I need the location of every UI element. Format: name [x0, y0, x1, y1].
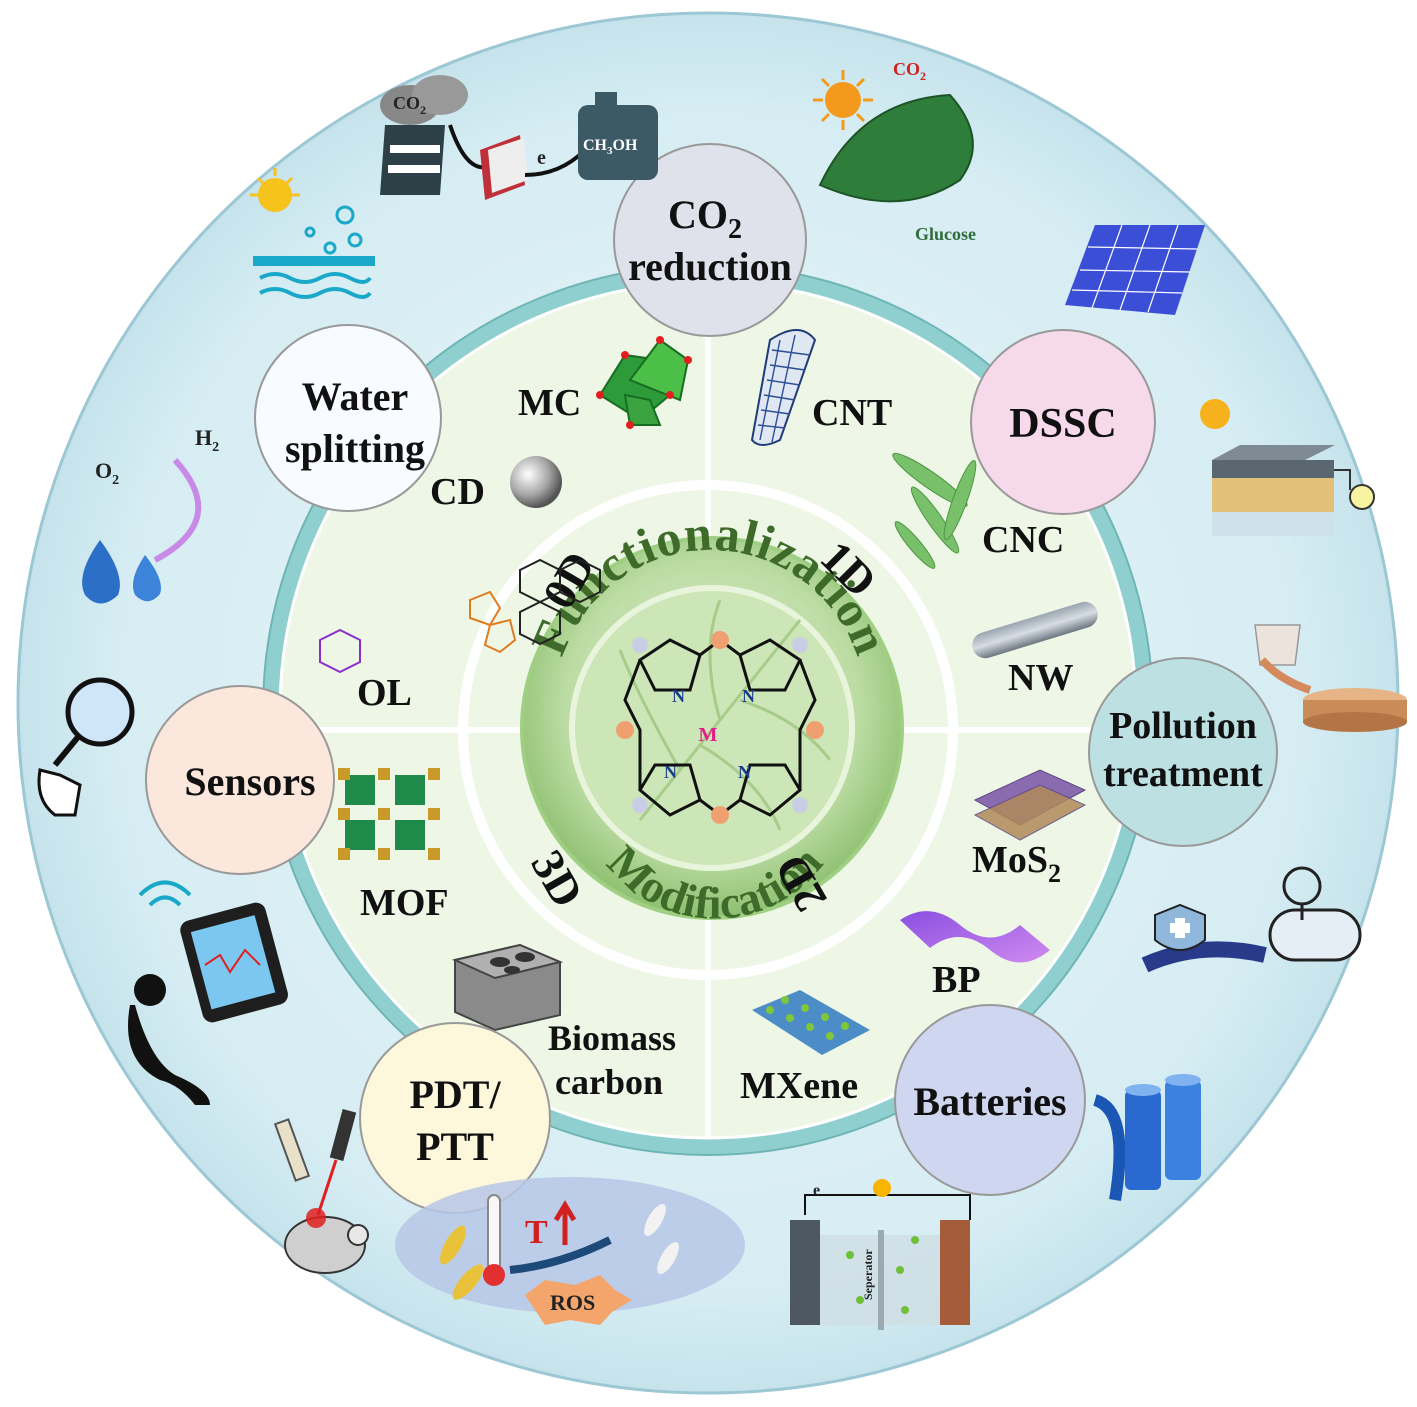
svg-text:PDT/: PDT/: [409, 1072, 501, 1117]
svg-text:Sensors: Sensors: [184, 759, 315, 804]
mos2-layers-icon: [973, 769, 1087, 841]
syringe-icon: [273, 1118, 311, 1182]
svg-text:CO2: CO2: [393, 93, 426, 117]
material-mxene-label: MXene: [740, 1065, 858, 1107]
ros-label: ROS: [550, 1290, 595, 1315]
pipe-faucet-icon: [1141, 866, 1362, 973]
thermometer-icon: [483, 1194, 505, 1286]
material-cnc-label: CNC: [982, 519, 1064, 561]
temperature-up-arrow-icon: [553, 1200, 577, 1245]
factory-icon: CO2: [380, 75, 468, 195]
nw-wire-icon: [972, 601, 1098, 659]
nitrogen-label-tl: N: [672, 686, 685, 706]
app-sensors: Sensors: [145, 685, 335, 875]
leaf-co2-label: CO2: [893, 59, 926, 83]
electron-label: e: [537, 147, 546, 169]
hand-icon: [37, 768, 82, 817]
methanol-canister-icon: CH3OH: [578, 92, 658, 180]
beaker-filter-icon: [1254, 624, 1407, 732]
svg-text:PTT: PTT: [416, 1124, 494, 1169]
svg-text:CO2: CO2: [668, 192, 742, 245]
app-pollution-treatment: Pollution treatment: [1088, 657, 1278, 847]
app-pdt-ptt: PDT/ PTT: [359, 1022, 551, 1214]
ol-molecule-icon: [319, 558, 601, 674]
porphyrin-atoms: [616, 631, 824, 824]
material-cnt-label: CNT: [812, 392, 892, 434]
nitrogen-label-tr: N: [742, 686, 755, 706]
cd-sphere-icon: [510, 456, 562, 508]
svg-text:DSSC: DSSC: [1009, 401, 1116, 447]
svg-text:CH3OH: CH3OH: [583, 137, 638, 157]
app-water-splitting: Water splitting: [254, 324, 442, 512]
water-drops-icon: [82, 540, 161, 604]
app-co2-reduction: CO2 reduction: [613, 143, 807, 337]
hydrogen-label: H2: [195, 425, 219, 455]
svg-text:Batteries: Batteries: [913, 1079, 1066, 1124]
dssc-sun-icon: [1200, 399, 1230, 429]
water-waves-icon: [253, 256, 375, 299]
magnifier-icon: [52, 677, 135, 767]
svg-text:treatment: treatment: [1103, 753, 1263, 795]
battery-cells-icon: [1092, 1074, 1201, 1201]
bacteria-icon: [439, 1204, 679, 1300]
material-biomass-label-1: Biomass: [548, 1018, 676, 1058]
mof-framework-icon: [338, 768, 440, 860]
material-mof-label: MOF: [360, 882, 449, 924]
glucose-label: Glucose: [915, 224, 976, 244]
svg-text:reduction: reduction: [628, 244, 792, 289]
ros-arrow-icon: [509, 1236, 612, 1274]
material-mc-label: MC: [518, 382, 581, 424]
nitrogen-label-bl: N: [664, 762, 677, 782]
porphyrin-structure: [623, 638, 817, 817]
dssc-cell-icon: [1212, 445, 1375, 536]
material-ol-label: OL: [357, 672, 412, 714]
leaf-icon: [818, 93, 974, 203]
cnc-rods-icon: [892, 452, 977, 569]
mouse-icon: [284, 1208, 369, 1274]
mc-polyhedra-icon: [596, 336, 692, 429]
smartphone-icon: [180, 902, 288, 1023]
wifi-icon: [138, 880, 192, 907]
material-cd-label: CD: [430, 471, 485, 513]
material-biomass-label-2: carbon: [555, 1062, 663, 1102]
svg-text:Pollution: Pollution: [1109, 705, 1257, 747]
person-icon: [128, 974, 210, 1105]
material-nw-label: NW: [1008, 657, 1073, 699]
biomass-block-icon: [451, 943, 564, 1032]
metal-label: M: [699, 724, 718, 746]
ros-burst-icon: [525, 1275, 632, 1325]
schematic-electron-label: e: [813, 1182, 820, 1199]
material-bp-label: BP: [932, 959, 981, 1001]
bp-sheet-icon: [900, 911, 1050, 963]
water-bubbles-icon: [304, 205, 363, 255]
water-sun-icon: [250, 168, 300, 212]
svg-text:Water: Water: [302, 374, 409, 419]
app-dssc: DSSC: [970, 329, 1156, 515]
mxene-lattice-icon: [752, 990, 870, 1055]
electrode-plate-icon: [480, 135, 528, 200]
temperature-label: T: [525, 1214, 548, 1251]
oxygen-label: O2: [95, 458, 119, 488]
battery-schematic-icon: Seperator: [790, 1179, 971, 1330]
svg-text:splitting: splitting: [285, 426, 425, 471]
splitting-arrow-icon: [153, 457, 202, 563]
nitrogen-label-br: N: [738, 762, 751, 782]
svg-text:Seperator: Seperator: [861, 1249, 875, 1300]
sun-icon: [813, 70, 873, 130]
app-batteries: Batteries: [894, 1004, 1086, 1196]
solar-panel-icon: [1065, 224, 1205, 315]
cnt-tube-icon: [750, 329, 817, 446]
laser-icon: [316, 1109, 357, 1216]
material-mos2-label: MoS2: [972, 839, 1061, 888]
